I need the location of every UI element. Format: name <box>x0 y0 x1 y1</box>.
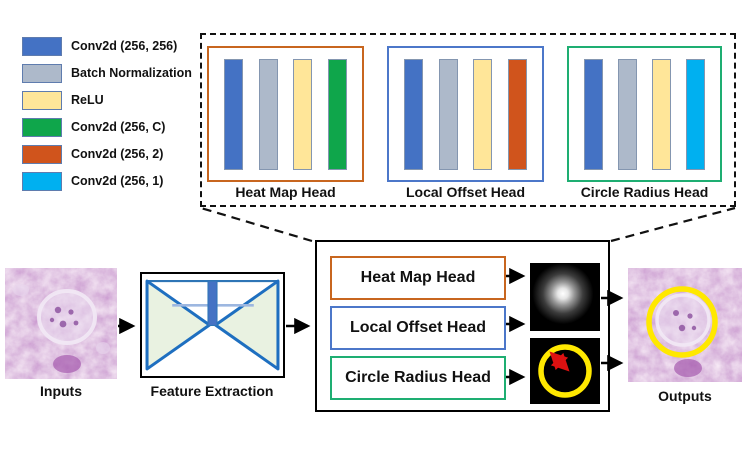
legend-item: ReLU <box>22 90 202 110</box>
conv256-swatch <box>22 36 62 56</box>
layer-bar <box>327 58 347 170</box>
layer-bar <box>293 58 313 170</box>
layer-bar <box>584 58 603 170</box>
output-histology-image <box>628 268 742 382</box>
heatmap-head-box: Heat Map Head <box>330 256 506 300</box>
legend-item: Conv2d (256, 2) <box>22 144 202 164</box>
input-histology-image <box>5 268 117 379</box>
feature-extraction-box <box>140 272 285 378</box>
layer-bar <box>438 58 458 170</box>
legend-label: Conv2d (256, 1) <box>71 174 164 188</box>
radius-head-box: Circle Radius Head <box>330 356 506 400</box>
radius-head-detail-label: Circle Radius Head <box>580 184 709 200</box>
radius-head-detail-box <box>567 46 722 182</box>
legend-item: Conv2d (256, 256) <box>22 36 202 56</box>
conv-2-swatch <box>22 144 62 164</box>
heatmap-head-detail-box <box>207 46 364 182</box>
hourglass-backbone-icon <box>145 279 280 371</box>
circle-radius-image <box>530 338 600 404</box>
layer-bar <box>652 58 671 170</box>
heatmap-head-detail-label: Heat Map Head <box>235 184 336 200</box>
relu-swatch <box>22 90 62 110</box>
conv-c-swatch <box>22 117 62 137</box>
offset-head-detail-box <box>387 46 544 182</box>
layer-bar <box>507 58 527 170</box>
layer-bar <box>404 58 424 170</box>
output-detection-circle-icon <box>646 286 718 358</box>
inputs-caption: Inputs <box>40 383 82 399</box>
offset-head-detail-label: Local Offset Head <box>405 184 526 200</box>
heatmap-gaussian-image <box>530 263 600 331</box>
legend-label: Conv2d (256, 256) <box>71 39 178 53</box>
layer-bar <box>686 58 705 170</box>
offset-head-box: Local Offset Head <box>330 306 506 350</box>
layer-bar <box>224 58 244 170</box>
legend-label: ReLU <box>71 93 104 107</box>
offset-head-label: Local Offset Head <box>349 319 487 336</box>
legend-item: Conv2d (256, C) <box>22 117 202 137</box>
heatmap-head-label: Heat Map Head <box>360 269 476 286</box>
dashed-connector-right <box>610 206 736 243</box>
legend-label: Conv2d (256, C) <box>71 120 166 134</box>
conv-1-swatch <box>22 171 62 191</box>
radius-head-label: Circle Radius Head <box>345 369 491 386</box>
layer-bar <box>618 58 637 170</box>
feature-extraction-caption: Feature Extraction <box>150 383 274 399</box>
head-detail-panel: Heat Map Head Local Offset Head Circle R… <box>200 33 736 207</box>
outputs-caption: Outputs <box>658 388 712 404</box>
legend-item: Batch Normalization <box>22 63 202 83</box>
detected-circle-icon <box>538 344 592 398</box>
batchnorm-swatch <box>22 63 62 83</box>
radius-arrow-icon <box>549 351 570 372</box>
legend-label: Batch Normalization <box>71 66 192 80</box>
legend: Conv2d (256, 256) Batch Normalization Re… <box>22 36 202 198</box>
legend-item: Conv2d (256, 1) <box>22 171 202 191</box>
layer-bar <box>473 58 493 170</box>
dashed-connector-left <box>200 206 313 243</box>
legend-label: Conv2d (256, 2) <box>71 147 164 161</box>
layer-bar <box>258 58 278 170</box>
